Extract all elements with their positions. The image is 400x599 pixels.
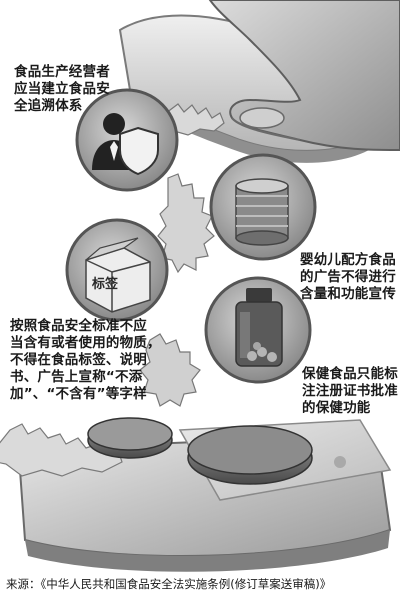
caption-health-food: 保健食品只能标 注注册证书批准 的保健功能 [302, 366, 398, 416]
label-box-text: 标签 [91, 277, 118, 292]
lettuce-leaf-lower [139, 333, 201, 407]
hand-icon [208, 0, 400, 151]
person-shield-icon [92, 113, 159, 176]
caption-infant-formula: 婴幼儿配方食品 的广告不得进行 含量和功能宣传 [300, 252, 396, 302]
infant-formula-circle [209, 153, 317, 261]
traceability-circle [75, 88, 179, 192]
sandwich-icon [0, 417, 392, 572]
caption-traceability: 食品生产经营者 应当建立食品安 全追溯体系 [14, 64, 110, 114]
health-food-circle [204, 276, 312, 384]
labeling-circle [65, 218, 169, 322]
lettuce-leaf-middle [157, 173, 215, 274]
coin-stack-icon [235, 178, 289, 246]
caption-labeling: 按照食品安全标准不应 当含有或者使用的物质， 不得在食品标签、说明 书、广告上宣… [10, 318, 161, 402]
pill-bottle-icon [235, 288, 283, 367]
label-box-icon [85, 237, 151, 313]
source-note: 来源：《中华人民共和国食品安全法实施条例(修订草案送审稿)》 [6, 577, 332, 591]
